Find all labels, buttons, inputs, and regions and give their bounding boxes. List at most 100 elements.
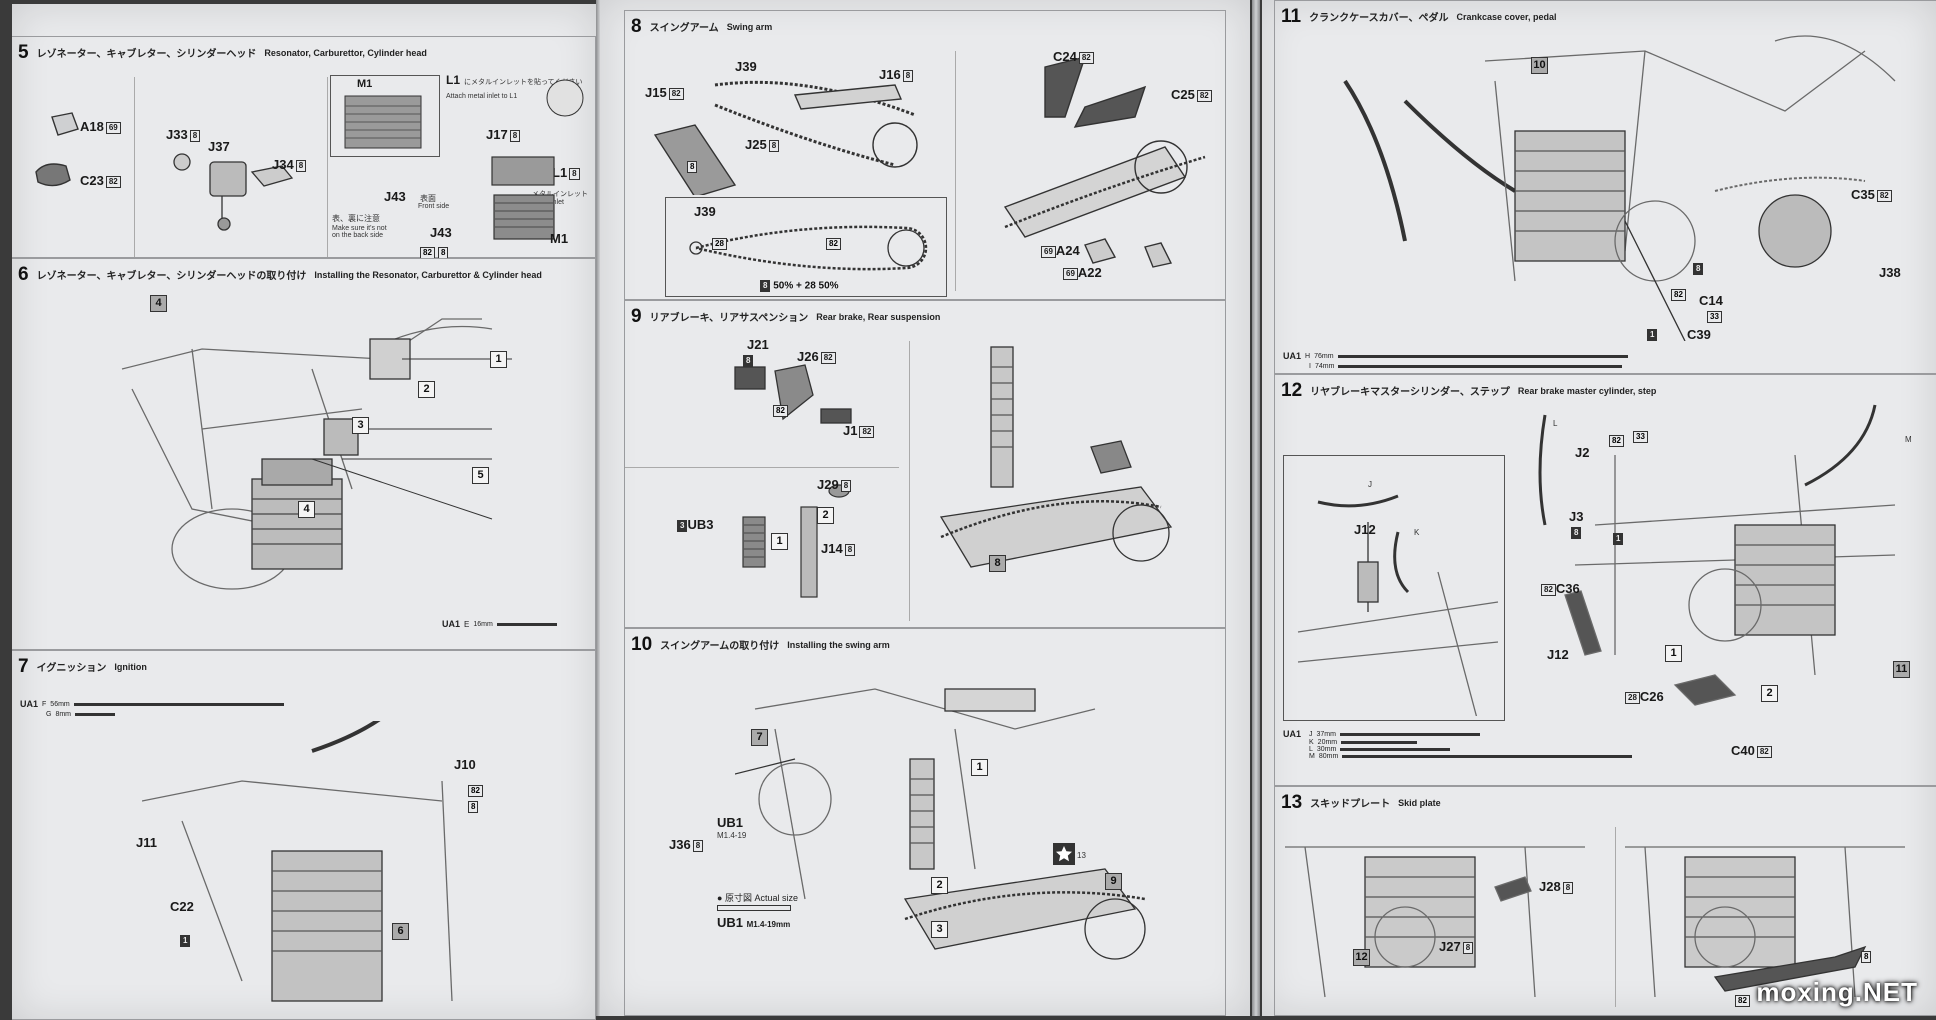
step-title-jp: スイングアームの取り付け xyxy=(660,641,780,652)
paint-tag-33: 33 xyxy=(1707,311,1722,323)
hose-spec: UA1 E 16mm xyxy=(442,619,557,629)
step-title-en: Installing the swing arm xyxy=(787,639,890,650)
callout-3: 3 xyxy=(931,921,948,938)
resonator-parts-illustration xyxy=(22,107,132,237)
metal-inlet-note-jp: にメタルインレットを貼ってください xyxy=(464,79,583,86)
step-title-jp: スキッドプレート xyxy=(1310,799,1391,810)
step-8-header: 8 スイングアーム Swing arm xyxy=(631,17,772,36)
frame-reference: 10 xyxy=(1531,57,1548,74)
cylinder-head-inset: M1 xyxy=(330,75,440,157)
step-number: 5 xyxy=(18,42,29,63)
step-title-jp: クランクケースカバー、ペダル xyxy=(1309,13,1449,24)
step-title-en: Skid plate xyxy=(1398,797,1441,808)
metal-inlet-circle-icon xyxy=(544,77,586,119)
part-UB1: UB1 xyxy=(717,815,744,830)
step-title-en: Rear brake master cylinder, step xyxy=(1517,385,1657,396)
step-6-header: 6 レゾネーター、キャブレター、シリンダーヘッドの取り付け Installing… xyxy=(18,265,542,284)
frame-reference: 4 xyxy=(150,295,167,312)
step-number: 10 xyxy=(631,634,653,655)
master-cylinder-inset: J12 J K xyxy=(1283,455,1505,721)
step-9-header: 9 リアブレーキ、リアサスペンション Rear brake, Rear susp… xyxy=(631,307,940,326)
hose-M-label: M xyxy=(1905,435,1912,444)
rear-brake-step-illustration xyxy=(1515,395,1935,725)
step-11: 11 クランクケースカバー、ペダル Crankcase cover, pedal… xyxy=(1274,0,1936,374)
paint-tag-33: 33 xyxy=(1633,431,1648,443)
cylinder-block-icon xyxy=(341,92,426,152)
part-J37: J37 xyxy=(208,139,230,154)
j43-front-jp: 表面 xyxy=(420,194,436,203)
step-number: 6 xyxy=(18,264,29,285)
part-C39: C39 xyxy=(1687,327,1711,342)
instruction-sheet-right: 11 クランクケースカバー、ペダル Crankcase cover, pedal… xyxy=(1262,0,1936,1016)
step-11-header: 11 クランクケースカバー、ペダル Crankcase cover, pedal xyxy=(1281,7,1557,26)
step-5: 5 レゾネーター、キャブレター、シリンダーヘッド Resonator, Carb… xyxy=(12,36,596,259)
part-L1-note: L1 xyxy=(446,73,461,87)
step-divider xyxy=(625,467,899,468)
part-J43: J43 xyxy=(430,225,452,240)
step-number: 12 xyxy=(1281,380,1303,401)
step-title-en: Installing the Resonator, Carburettor & … xyxy=(314,269,542,280)
paint-mix-ratio: 8 50% + 28 50% xyxy=(758,280,839,292)
step-6: 6 レゾネーター、キャブレター、シリンダーヘッドの取り付け Installing… xyxy=(12,258,596,650)
step-5-header: 5 レゾネーター、キャブレター、シリンダーヘッド Resonator, Carb… xyxy=(18,43,427,62)
hose-J-label: J xyxy=(1368,480,1372,489)
callout-5: 5 xyxy=(472,467,489,484)
paint-tag-82: 82 xyxy=(1609,435,1624,447)
chain-paint-inset: J39 8 50% + 28 50% 28 82 xyxy=(665,197,947,297)
paint-tag-8: 8 xyxy=(1693,263,1704,275)
skid-plate-illustration-left xyxy=(1285,827,1605,1007)
carburettor-illustration xyxy=(162,142,312,242)
star-reference: 13 xyxy=(1077,851,1086,860)
step-title-jp: スイングアーム xyxy=(649,23,719,34)
step-divider xyxy=(909,341,910,621)
callout-4-upper: 4 xyxy=(298,501,315,518)
paint-tag-1: 1 xyxy=(180,935,191,947)
swing-arm-install-illustration xyxy=(735,669,1205,1009)
part-J12: J12 xyxy=(1547,647,1569,662)
step-10-header: 10 スイングアームの取り付け Installing the swing arm xyxy=(631,635,890,654)
frame-reference: 11 xyxy=(1893,661,1910,678)
step-divider xyxy=(134,77,135,257)
frame-reference: 8 xyxy=(989,555,1006,572)
step-12: 12 リヤブレーキマスターシリンダー、ステップ Rear brake maste… xyxy=(1274,374,1936,786)
cylinder-head-illustration xyxy=(482,137,572,247)
step-title-jp: レゾネーター、キャブレター、シリンダーヘッド xyxy=(36,49,257,60)
swing-arm-chain-illustration xyxy=(645,65,945,195)
part-J39: J39 xyxy=(735,59,757,74)
step-title-jp: イグニッション xyxy=(36,663,107,674)
step-title-jp: リヤブレーキマスターシリンダー、ステップ xyxy=(1310,387,1510,398)
step-7-header: 7 イグニッション Ignition xyxy=(18,657,147,676)
hose-L-label: L xyxy=(1553,419,1558,428)
part-J12-inset: J12 xyxy=(1354,522,1376,537)
part-J43-front: J43 xyxy=(384,189,406,204)
part-C22: C22 xyxy=(170,899,194,914)
paint-tag-8: 8 xyxy=(687,161,698,173)
step-10: 10 スイングアームの取り付け Installing the swing arm… xyxy=(624,628,1226,1016)
step-title-en: Swing arm xyxy=(726,21,773,32)
paint-tag-82: 82 xyxy=(826,238,841,250)
callout-1: 1 xyxy=(971,759,988,776)
part-J11: J11 xyxy=(136,835,157,850)
ignition-illustration xyxy=(142,721,562,1011)
skid-plate-illustration-right xyxy=(1625,827,1925,1007)
paint-tag-82: 82 xyxy=(1671,289,1686,301)
